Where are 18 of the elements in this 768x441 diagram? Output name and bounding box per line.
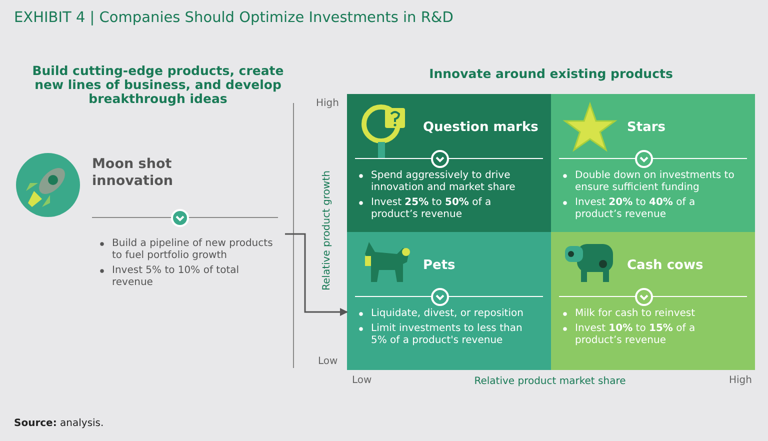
section-heading: Build cutting-edge products, create new lines of business, and develop breakthrough ideas [32, 64, 284, 106]
axis-title: Relative product growth [322, 170, 332, 292]
section-heading: Innovate around existing products [428, 66, 674, 81]
card-title: Pets [423, 258, 456, 273]
axis-tick-label: Low [318, 356, 338, 367]
quadrant-card [551, 94, 755, 232]
quadrant-card [347, 94, 551, 232]
quadrant-card [551, 232, 755, 370]
card-title: Stars [627, 120, 666, 135]
quadrant-card [347, 232, 551, 370]
card-title: Cash cows [627, 258, 704, 273]
arrow [285, 233, 348, 316]
source-note: Source: analysis. [14, 418, 104, 429]
card-title: Question marks [423, 120, 538, 135]
card-title: Moon shot innovation [92, 156, 174, 190]
exhibit-title: EXHIBIT 4 | Companies Should Optimize Investments in R&D [14, 10, 454, 26]
axis-title: Relative product market share [473, 376, 627, 387]
axis-tick-label: Low [352, 375, 372, 386]
